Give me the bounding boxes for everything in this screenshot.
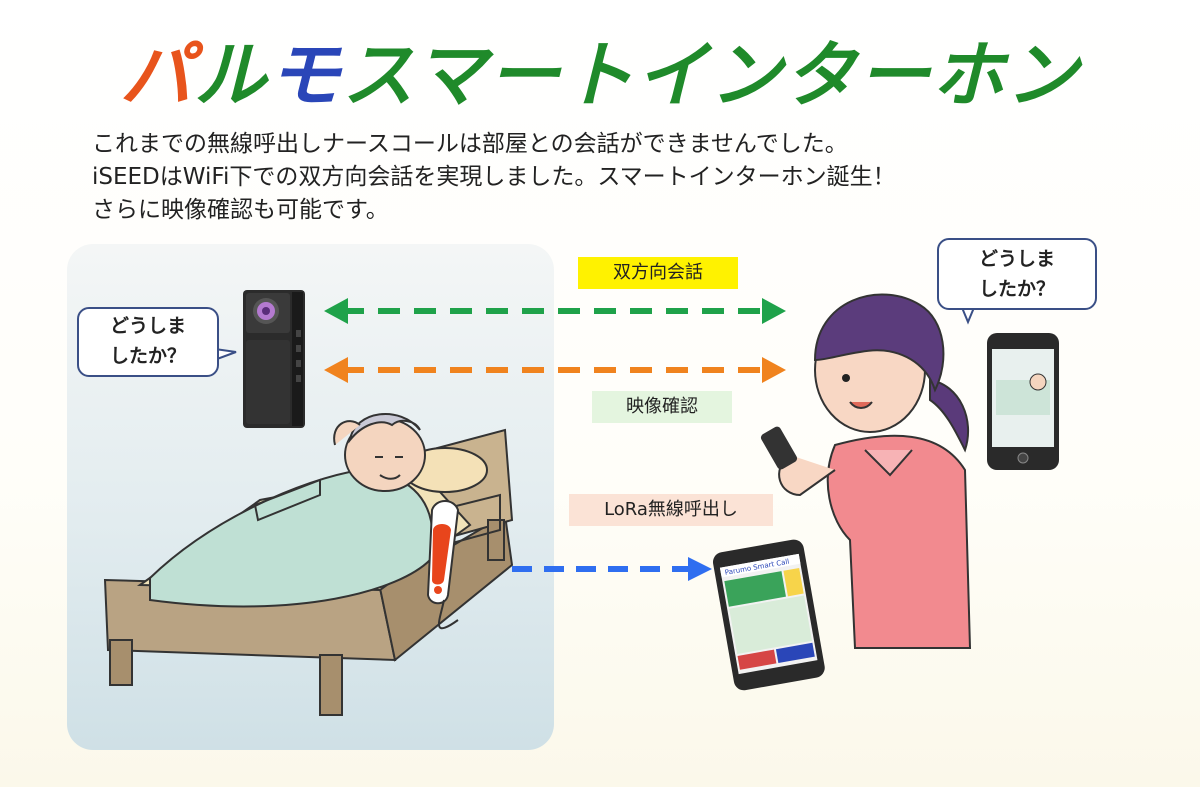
speech-bubble-interphone: どうしま したか？ [77,307,219,377]
intro-text: これまでの無線呼出しナースコールは部屋との会話ができませんでした。 iSEEDは… [92,128,1172,227]
intro-line-3: さらに映像確認も可能です。 [92,197,389,223]
bubble-left-line-2: したか？ [109,345,186,367]
bubble-right-line-2: したか？ [978,278,1055,300]
hospital-bed-icon [103,428,514,716]
title-part-ru: ル [194,33,269,117]
lora-phone-icon: Parumo Smart Call [712,539,825,691]
video-check-arrow [324,357,786,383]
intro-line-1: これまでの無線呼出しナースコールは部屋との会話ができませんでした。 [92,131,848,157]
video-phone-icon [987,333,1059,470]
speech-bubble-phone: どうしま したか？ [937,238,1097,310]
intro-line-2: iSEEDはWiFi下での双方向会話を実現しました。スマートインターホン誕生！ [92,164,896,190]
patient-icon [333,413,426,492]
title-part-smart-interphone: スマートインターホン [342,33,1080,117]
two-way-talk-arrow [324,298,786,324]
bubble-right-line-1: どうしま [978,248,1055,270]
label-video-check: 映像確認 [592,391,732,423]
title-part-mo: モ [268,33,343,117]
label-lora-call: LoRa無線呼出し [569,494,773,526]
bubble-left-line-1: どうしま [109,315,186,337]
label-two-way-talk: 双方向会話 [578,257,738,289]
nurse-icon [760,293,972,649]
nurse-call-button-icon [426,500,460,630]
page-title: パルモスマートインターホン [0,30,1200,120]
interphone-device-icon [243,290,305,428]
title-part-pa: パ [120,33,195,117]
